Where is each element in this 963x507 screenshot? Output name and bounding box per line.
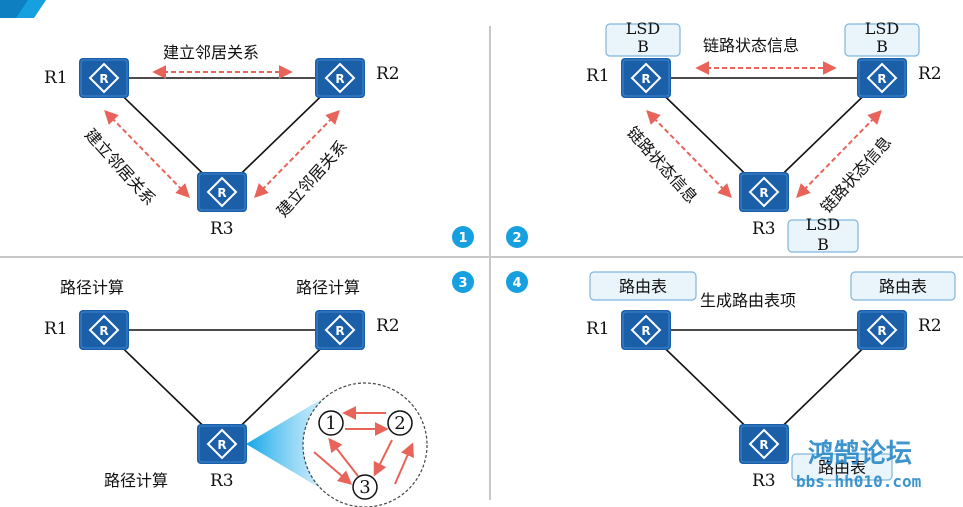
lsa-label-right: 链路状态信息 <box>817 133 895 217</box>
r3-label: R3 <box>210 471 234 491</box>
panel-1: R1 R2 R3 建立邻居关系 建立邻居关系 建立邻居关系 <box>44 43 400 239</box>
step-badge-1: 1 <box>458 231 467 246</box>
neighbor-label-right: 建立邻居关系 <box>273 137 351 221</box>
neighbor-label-top: 建立邻居关系 <box>163 43 259 62</box>
r2-label: R2 <box>918 64 942 84</box>
corner-decoration <box>0 0 46 18</box>
step-badges: 1 2 3 4 <box>452 226 528 293</box>
router-r3-icon <box>738 423 790 465</box>
spf-node-3: 3 <box>359 477 370 498</box>
r2-label: R2 <box>918 316 942 336</box>
router-r3-icon <box>196 423 248 465</box>
neighbor-label-left: 建立邻居关系 <box>81 125 159 209</box>
r3-label: R3 <box>752 219 776 239</box>
watermark: 鸿鹄论坛 bbs.hh010.com <box>796 438 922 491</box>
router-r3-icon <box>196 171 248 213</box>
spf-node-2: 2 <box>394 413 405 434</box>
r2-label: R2 <box>376 64 400 84</box>
lsdb-r1-line2: B <box>637 37 649 56</box>
router-r1-icon <box>78 309 130 351</box>
panel-2: LSD B LSD B LSD B R1 R2 R3 链路状态信息 链路状态信息… <box>586 19 942 254</box>
router-r1-icon <box>620 309 672 351</box>
calc-label-r3: 路径计算 <box>104 471 168 490</box>
watermark-title: 鸿鹄论坛 <box>808 438 912 469</box>
watermark-url: bbs.hh010.com <box>796 472 922 491</box>
router-r3-icon <box>738 171 790 213</box>
lsdb-r3-line1: LSD <box>806 215 840 234</box>
router-r2-icon <box>856 57 908 99</box>
router-r1-icon <box>620 57 672 99</box>
lsa-label-left: 链路状态信息 <box>623 123 701 207</box>
route-table-r1: 路由表 <box>619 277 667 296</box>
r2-label: R2 <box>376 316 400 336</box>
lsdb-r2-line2: B <box>876 37 888 56</box>
step-badge-3: 3 <box>458 276 467 291</box>
calc-label-r2: 路径计算 <box>296 278 360 297</box>
r1-label: R1 <box>586 319 610 339</box>
r1-label: R1 <box>44 319 68 339</box>
lsa-label-top: 链路状态信息 <box>703 36 799 55</box>
router-r1-icon <box>78 57 130 99</box>
router-r2-icon <box>314 309 366 351</box>
panel-3: 1 2 3 R1 R2 R3 路径计算 路径计算 路径计算 <box>44 278 428 507</box>
route-table-r3: 路由表 <box>818 458 866 477</box>
route-table-r2: 路由表 <box>879 277 927 296</box>
router-r2-icon <box>314 57 366 99</box>
generate-route-label: 生成路由表项 <box>700 291 796 310</box>
r1-label: R1 <box>586 66 610 86</box>
lsdb-r1-line1: LSD <box>626 19 660 38</box>
calc-label-r1: 路径计算 <box>60 278 124 297</box>
step-badge-4: 4 <box>512 276 521 291</box>
spf-node-1: 1 <box>325 413 336 434</box>
r3-label: R3 <box>752 471 776 491</box>
panel-4: 路由表 路由表 路由表 R1 R2 R3 生成路由表项 <box>586 271 956 491</box>
r1-label: R1 <box>44 68 68 88</box>
lsdb-r2-line1: LSD <box>865 19 899 38</box>
r3-label: R3 <box>210 219 234 239</box>
step-badge-2: 2 <box>512 231 521 246</box>
router-r2-icon <box>856 309 908 351</box>
lsdb-r3-line2: B <box>817 235 829 254</box>
